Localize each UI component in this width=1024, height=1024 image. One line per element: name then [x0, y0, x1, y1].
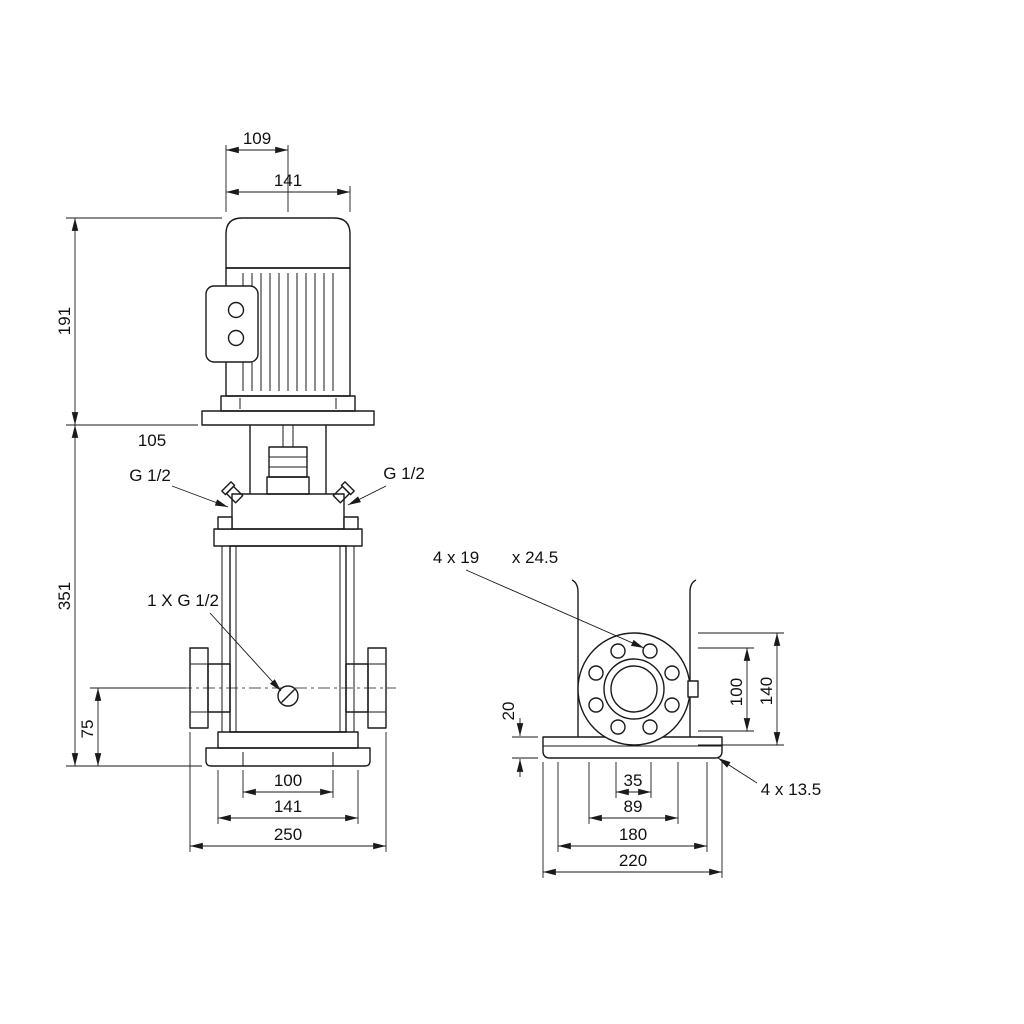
motor-flange-bolts — [239, 398, 337, 409]
flange-bolt-hole — [610, 719, 626, 735]
shaft — [282, 425, 294, 447]
leader-g12-left — [171, 485, 229, 508]
cable-entry-bottom — [227, 329, 245, 347]
motor — [205, 217, 356, 412]
flange-bolt-hole — [610, 643, 626, 659]
dim-191: 191 — [55, 307, 74, 335]
dim-35: 35 — [624, 771, 643, 790]
dim-351: 351 — [55, 582, 74, 610]
front-view — [180, 217, 396, 767]
ports — [180, 647, 396, 729]
port-raised-face — [603, 658, 665, 720]
discharge-flange-holes — [368, 663, 386, 713]
cable-entry-top — [227, 301, 245, 319]
extension-lines-bottom — [189, 732, 387, 852]
dim-141-base: 141 — [274, 797, 302, 816]
chamber-stack — [221, 545, 355, 733]
lantern-flange — [201, 410, 375, 426]
label-flange-counterbore: x 24.5 — [512, 548, 558, 567]
discharge-flange — [367, 647, 387, 729]
dim-109: 109 — [243, 129, 271, 148]
side-base-plate — [542, 736, 723, 759]
extension-lines-bottom-side — [542, 762, 723, 878]
motor-end-cover — [225, 217, 351, 269]
dim-141-motor: 141 — [274, 171, 302, 190]
label-base-holes: 4 x 13.5 — [761, 780, 822, 799]
extension-lines-left — [66, 217, 222, 767]
side-dimensions: 4 x 19 x 24.5 100 140 20 35 89 180 220 4… — [433, 548, 821, 878]
coupling-guard — [249, 425, 327, 494]
label-flange-holes: 4 x 19 — [433, 548, 479, 567]
front-dimensions: 109 141 191 105 351 75 100 141 250 G 1/2… — [55, 129, 425, 852]
flange-bolt-hole — [588, 697, 604, 713]
drain-plug-slot — [281, 689, 295, 703]
extension-lines-top — [225, 145, 351, 212]
port-bore — [610, 665, 658, 713]
extension-lines-right — [698, 632, 784, 746]
dim-140: 140 — [757, 677, 776, 705]
staybolt-nut-left — [217, 516, 233, 530]
flange-bolt-hole — [588, 665, 604, 681]
lantern-coupling — [201, 410, 375, 495]
staybolts — [221, 546, 355, 732]
dim-250: 250 — [274, 825, 302, 844]
terminal-box — [205, 285, 259, 363]
leader-g12-right — [347, 485, 387, 506]
dim-220: 220 — [619, 851, 647, 870]
flange-bolt-hole — [664, 697, 680, 713]
dim-89: 89 — [624, 797, 643, 816]
dim-105: 105 — [138, 431, 166, 450]
side-view — [542, 579, 723, 759]
extension-lines-20 — [512, 736, 538, 759]
suction-flange-holes — [190, 663, 208, 713]
pump-base-front — [205, 731, 371, 767]
g12-plug-right — [332, 481, 355, 504]
label-g12-right: G 1/2 — [383, 464, 425, 483]
sleeve-inner-wall — [235, 546, 341, 732]
dim-100-front: 100 — [274, 771, 302, 790]
dim-20: 20 — [499, 702, 518, 721]
sleeve-right — [689, 579, 697, 737]
flange-bolt-hole — [642, 643, 658, 659]
flange-bolt-hole — [642, 719, 658, 735]
sleeve-left — [571, 579, 579, 737]
base-plate — [205, 747, 371, 767]
label-g12-left: G 1/2 — [129, 466, 171, 485]
leader-drain — [209, 612, 282, 692]
port-flange-face — [577, 632, 691, 746]
flange-bolt-hole — [664, 665, 680, 681]
coupling-bolt-lines — [269, 456, 307, 468]
base-bolt-slots — [242, 752, 334, 766]
dim-180: 180 — [619, 825, 647, 844]
leader-base-holes — [717, 757, 758, 784]
suction-flange — [189, 647, 209, 729]
label-drain: 1 X G 1/2 — [147, 591, 219, 610]
staybolt-nut-right — [343, 516, 359, 530]
dim-75: 75 — [78, 720, 97, 739]
g12-plug-left — [221, 481, 244, 504]
leader-flange-holes — [465, 569, 645, 649]
gauge-tap — [687, 680, 699, 698]
dim-100-side: 100 — [727, 678, 746, 706]
